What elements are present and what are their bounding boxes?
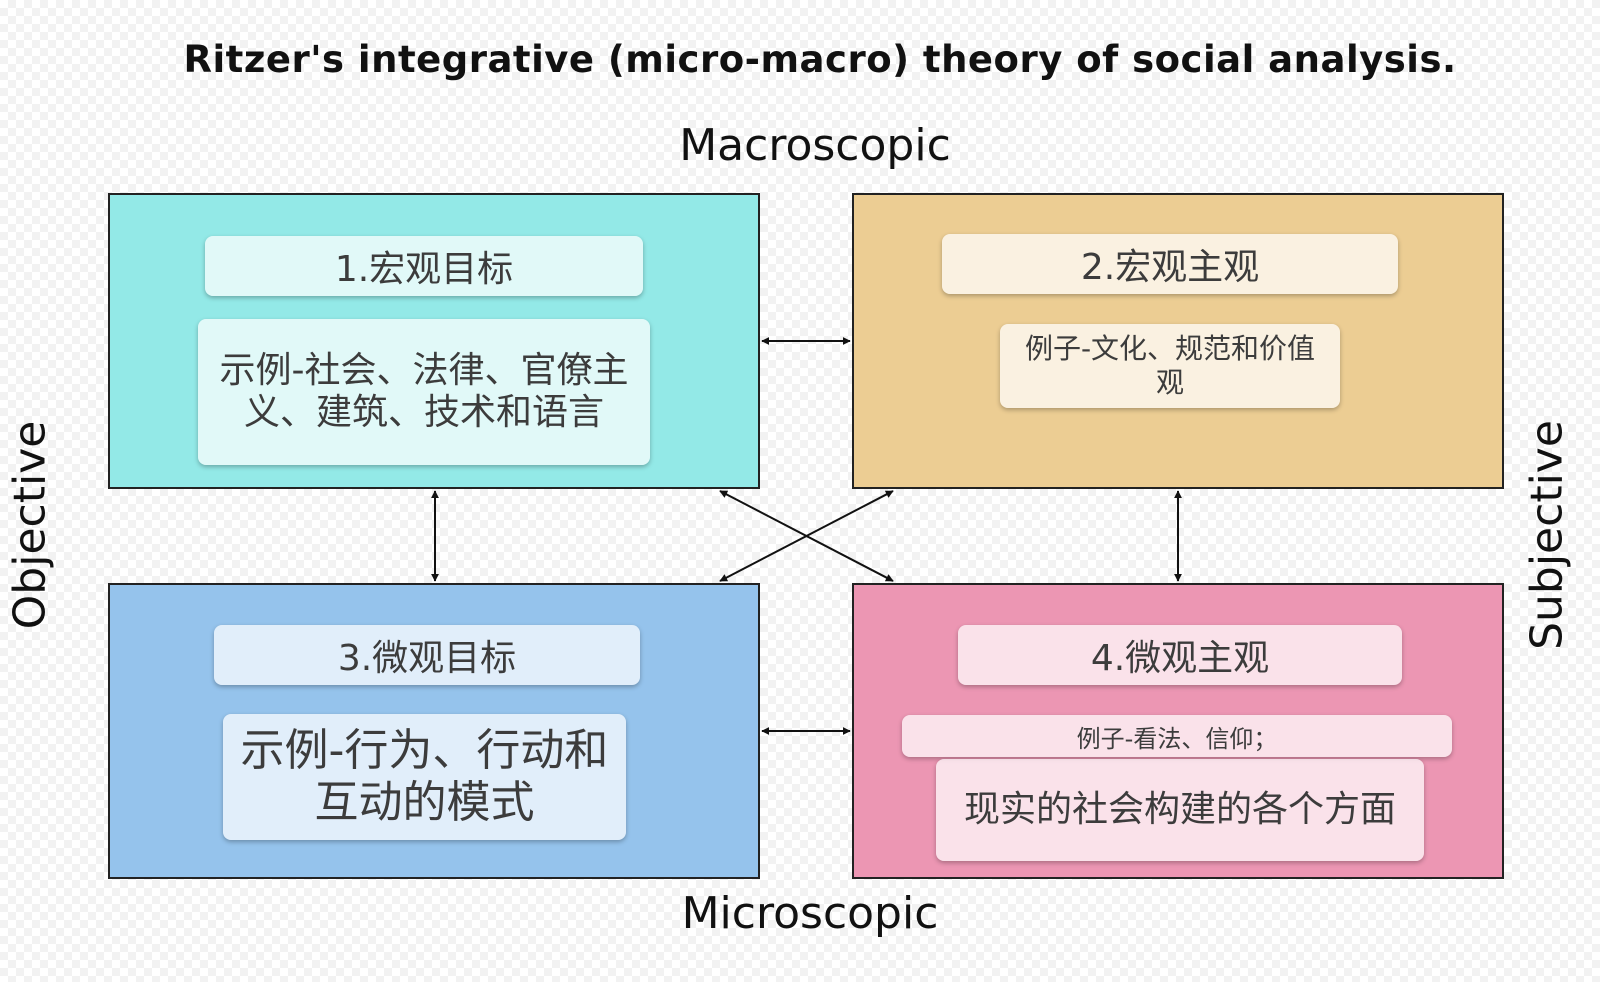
quadrant-example: 示例-社会、法律、官僚主义、建筑、技术和语言 xyxy=(198,319,650,465)
quadrant-heading: 2.宏观主观 xyxy=(942,234,1398,294)
quadrant-heading: 1.宏观目标 xyxy=(205,236,643,296)
quadrant-macro-objective: 1.宏观目标 示例-社会、法律、官僚主义、建筑、技术和语言 xyxy=(108,193,760,489)
diagram-title: Ritzer's integrative (micro-macro) theor… xyxy=(183,38,1457,81)
quadrant-example: 现实的社会构建的各个方面 xyxy=(936,759,1424,861)
arrow-q2-q3 xyxy=(719,490,894,582)
axis-label-macroscopic: Macroscopic xyxy=(679,120,951,171)
quadrant-micro-subjective: 4.微观主观 例子-看法、信仰； 现实的社会构建的各个方面 xyxy=(852,583,1504,879)
quadrant-example: 示例-行为、行动和互动的模式 xyxy=(223,714,626,840)
quadrant-example: 例子-文化、规范和价值观 xyxy=(1000,324,1340,408)
quadrant-micro-objective: 3.微观目标 示例-行为、行动和互动的模式 xyxy=(108,583,760,879)
quadrant-macro-subjective: 2.宏观主观 例子-文化、规范和价值观 xyxy=(852,193,1504,489)
quadrant-heading: 4.微观主观 xyxy=(958,625,1402,685)
quadrant-example: 例子-看法、信仰； xyxy=(902,715,1452,757)
quadrant-heading: 3.微观目标 xyxy=(214,625,640,685)
axis-label-microscopic: Microscopic xyxy=(681,888,939,939)
